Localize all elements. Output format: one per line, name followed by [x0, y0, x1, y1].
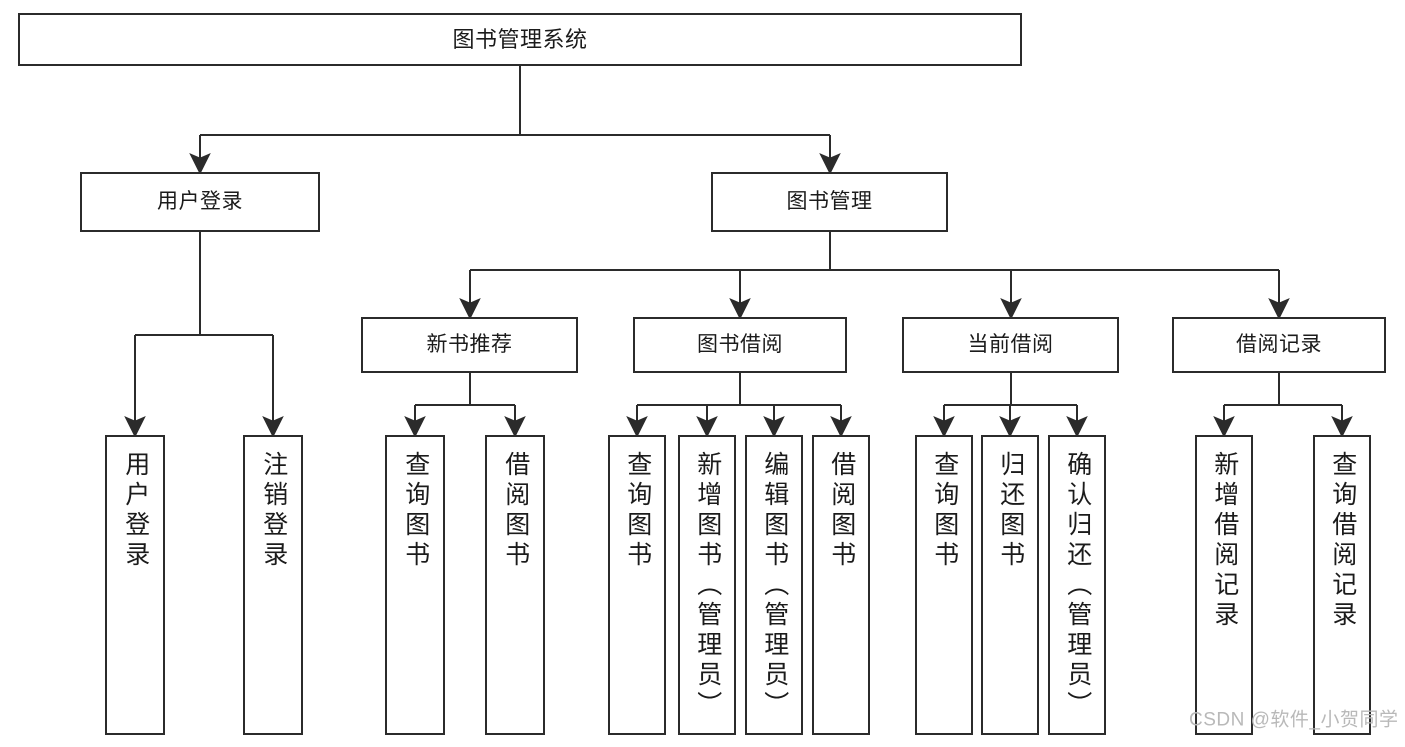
node-leaf-query-record[interactable]: 查询借阅记录	[1313, 435, 1371, 735]
node-new-book-rec[interactable]: 新书推荐	[361, 317, 578, 373]
node-label: 归还图书	[996, 451, 1025, 571]
node-leaf-add-record[interactable]: 新增借阅记录	[1195, 435, 1253, 735]
node-label: 查询图书	[401, 451, 430, 571]
node-leaf-confirm-return[interactable]: 确认归还（管理员）	[1048, 435, 1106, 735]
node-label: 图书管理	[786, 189, 873, 213]
node-leaf-edit-book[interactable]: 编辑图书（管理员）	[745, 435, 803, 735]
node-leaf-query-book-2[interactable]: 查询图书	[608, 435, 666, 735]
node-label: 图书管理系统	[452, 26, 588, 52]
node-leaf-borrow-book-2[interactable]: 借阅图书	[812, 435, 870, 735]
node-label: 当前借阅	[967, 332, 1054, 356]
node-label: 用户登录	[121, 451, 150, 571]
node-label: 新增借阅记录	[1210, 451, 1239, 631]
node-borrow-record[interactable]: 借阅记录	[1172, 317, 1386, 373]
watermark-text: CSDN @软件_小贺同学	[1189, 709, 1399, 731]
node-leaf-return-book[interactable]: 归还图书	[981, 435, 1039, 735]
node-label: 编辑图书（管理员）	[760, 451, 789, 721]
node-current-borrow[interactable]: 当前借阅	[902, 317, 1119, 373]
node-label: 查询图书	[930, 451, 959, 571]
node-label: 查询图书	[623, 451, 652, 571]
node-label: 借阅图书	[501, 451, 530, 571]
node-leaf-borrow-book-1[interactable]: 借阅图书	[485, 435, 545, 735]
node-label: 借阅记录	[1236, 332, 1322, 356]
node-leaf-add-book[interactable]: 新增图书（管理员）	[678, 435, 736, 735]
node-book-borrow[interactable]: 图书借阅	[633, 317, 847, 373]
node-book-manage[interactable]: 图书管理	[711, 172, 948, 232]
node-leaf-query-book-1[interactable]: 查询图书	[385, 435, 445, 735]
node-label: 新书推荐	[426, 332, 513, 356]
node-label: 注销登录	[259, 451, 288, 571]
node-label: 确认归还（管理员）	[1063, 451, 1092, 721]
node-leaf-logout[interactable]: 注销登录	[243, 435, 303, 735]
node-leaf-query-book-3[interactable]: 查询图书	[915, 435, 973, 735]
node-label: 图书借阅	[697, 332, 783, 356]
node-label: 借阅图书	[827, 451, 856, 571]
node-label: 新增图书（管理员）	[693, 451, 722, 721]
node-label: 用户登录	[157, 189, 243, 213]
node-user-login[interactable]: 用户登录	[80, 172, 320, 232]
node-label: 查询借阅记录	[1328, 451, 1357, 631]
node-root[interactable]: 图书管理系统	[18, 13, 1022, 66]
node-leaf-user-login[interactable]: 用户登录	[105, 435, 165, 735]
